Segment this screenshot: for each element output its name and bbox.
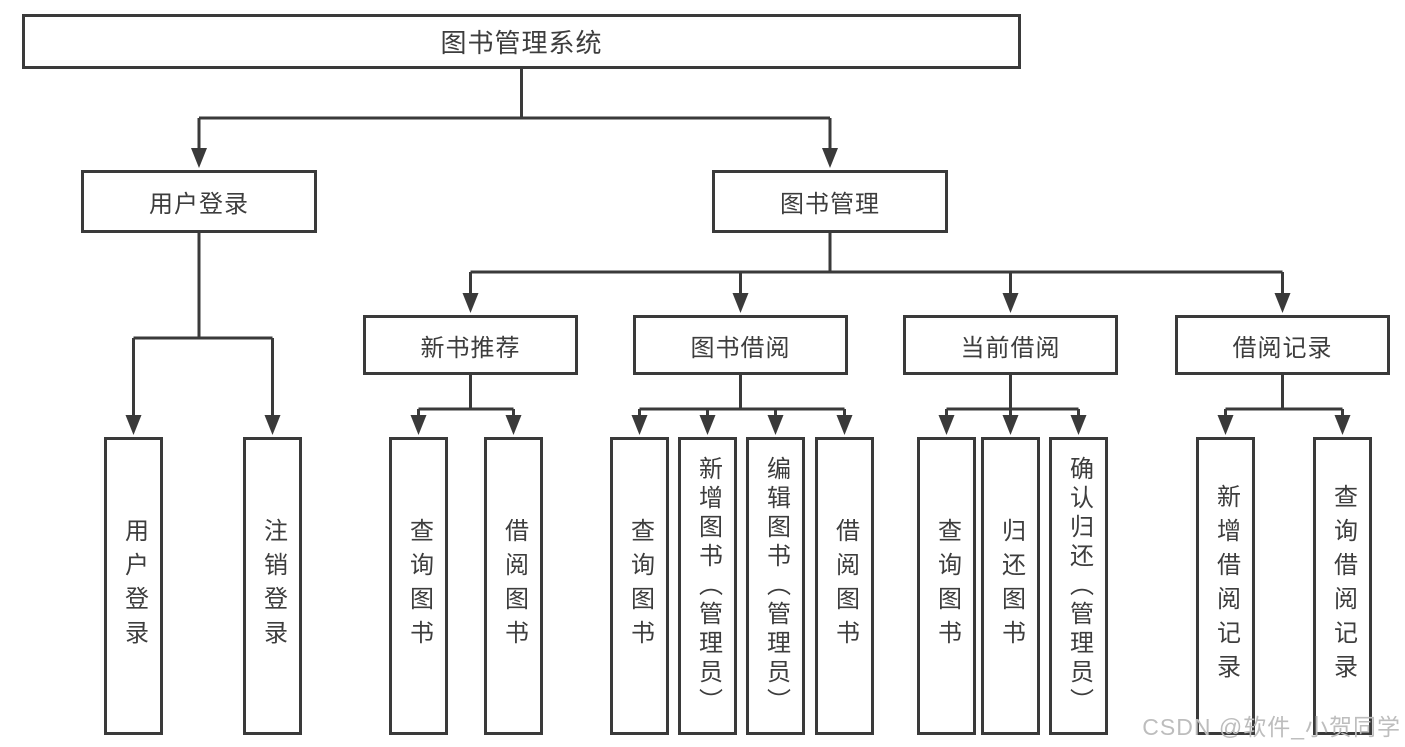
leaf-user-login: 用户登录 [104,437,163,735]
connector-book-borrowing [631,375,853,435]
leaf-confirm-return-admin: 确认归还（管理员） [1049,437,1108,735]
node-book-borrowing: 图书借阅 [633,315,848,375]
leaf-query-books-recommend: 查询图书 [389,437,448,735]
connector-new-book-recommend [410,375,522,435]
leaf-borrow-books-borrowing: 借阅图书 [815,437,874,735]
connector-user-login-branch [125,233,281,435]
leaf-query-books-borrowing: 查询图书 [610,437,669,735]
leaf-borrow-books-recommend: 借阅图书 [484,437,543,735]
leaf-logout: 注销登录 [243,437,302,735]
node-label: 新增图书（管理员） [694,455,722,717]
leaf-query-borrow-record: 查询借阅记录 [1313,437,1372,735]
node-label: 当前借阅 [960,334,1061,362]
connector-current-borrowing [938,375,1087,435]
leaf-query-books-current: 查询图书 [917,437,976,735]
node-label: 归还图书 [997,518,1025,654]
node-borrowing-records: 借阅记录 [1175,315,1390,375]
node-book-management: 图书管理 [712,170,948,233]
node-label: 查询图书 [626,518,654,654]
node-label: 新书推荐 [420,334,521,362]
node-label: 图书管理系统 [440,28,603,58]
node-new-book-recommend: 新书推荐 [363,315,578,375]
node-label: 借阅记录 [1232,334,1333,362]
node-label: 借阅图书 [500,518,528,654]
connector-borrowing-records [1217,375,1351,435]
leaf-return-books: 归还图书 [981,437,1040,735]
node-current-borrowing: 当前借阅 [903,315,1118,375]
node-label: 借阅图书 [831,518,859,654]
connector-book-management-to-level3 [462,233,1291,313]
node-label: 确认归还（管理员） [1065,455,1093,717]
node-label: 图书管理 [780,191,880,218]
node-label: 查询图书 [405,518,433,654]
node-label: 查询借阅记录 [1329,484,1357,688]
node-label: 图书借阅 [690,334,791,362]
node-library-system: 图书管理系统 [22,14,1021,69]
node-user-login: 用户登录 [81,170,317,233]
leaf-add-borrow-record: 新增借阅记录 [1196,437,1255,735]
node-label: 查询图书 [933,518,961,654]
csdn-watermark: CSDN @软件_小贺同学 [1142,714,1401,740]
leaf-edit-book-admin: 编辑图书（管理员） [746,437,805,735]
node-label: 用户登录 [120,518,148,654]
leaf-add-book-admin: 新增图书（管理员） [678,437,737,735]
connector-root-to-level2 [191,69,838,168]
node-label: 注销登录 [259,518,287,654]
node-label: 用户登录 [149,191,249,218]
node-label: 新增借阅记录 [1212,484,1240,688]
node-label: 编辑图书（管理员） [762,455,790,717]
